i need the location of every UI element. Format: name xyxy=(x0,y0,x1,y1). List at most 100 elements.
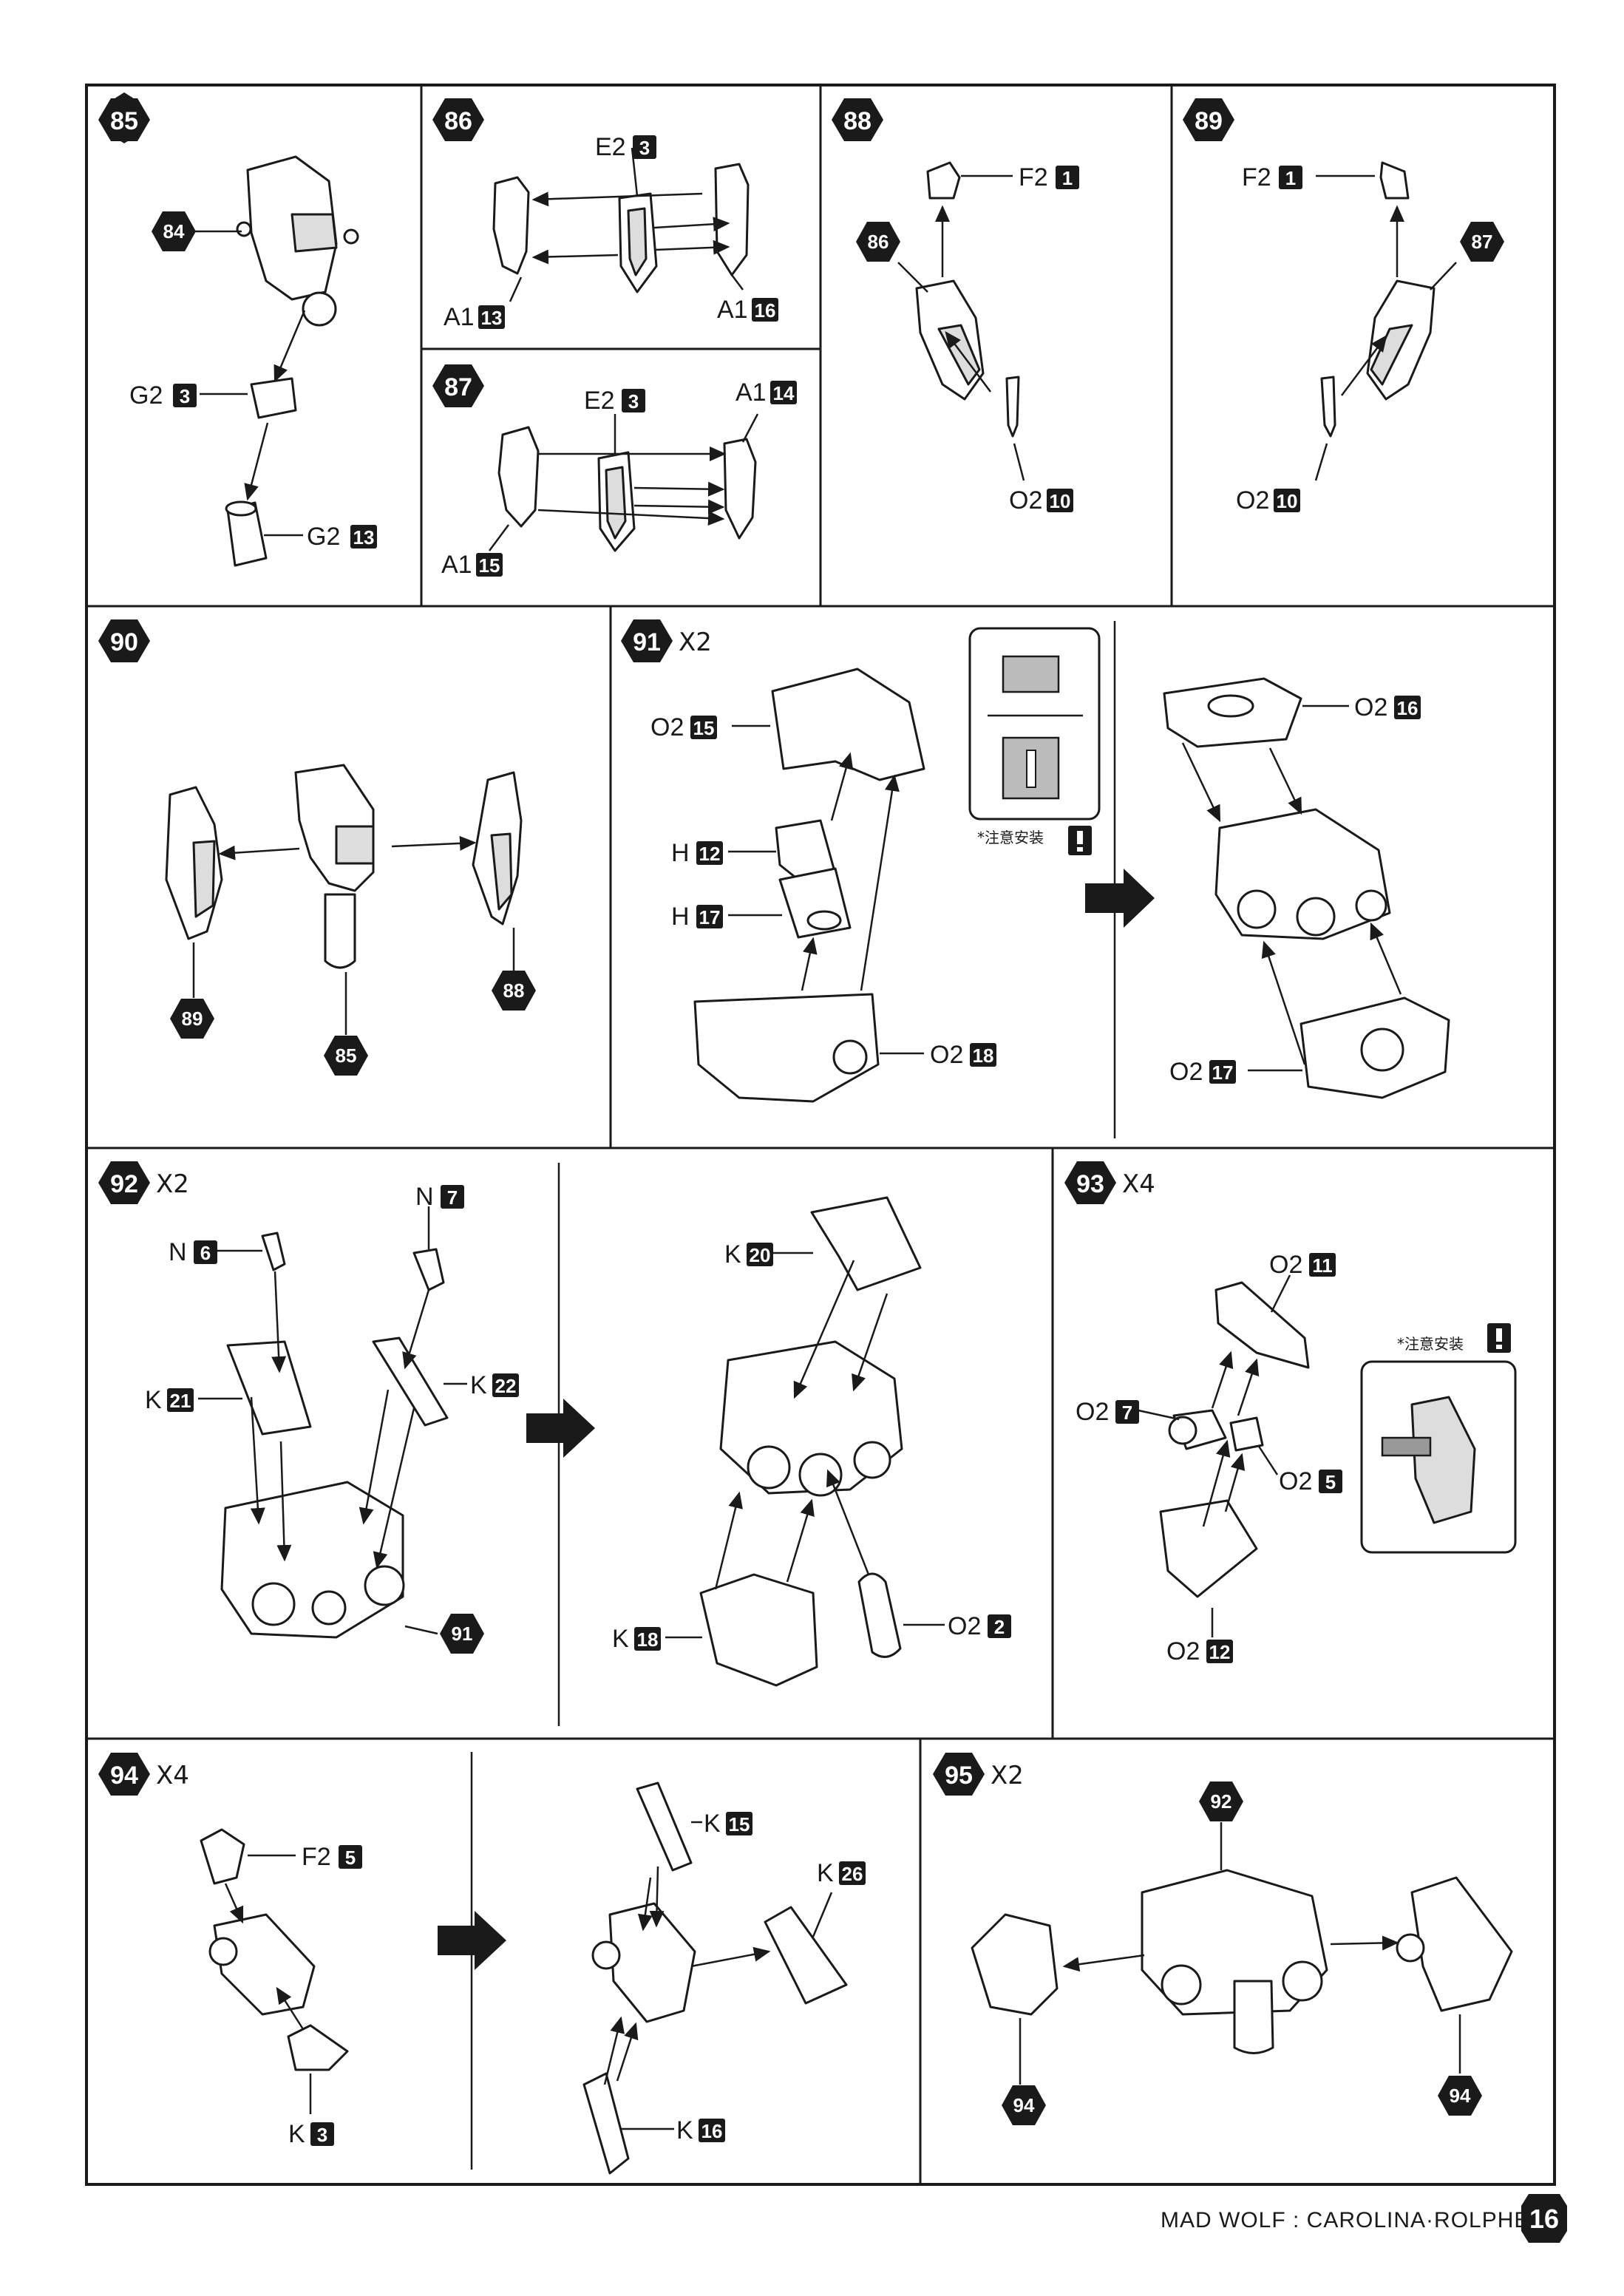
svg-text:X4: X4 xyxy=(1122,1169,1155,1199)
part-label-o2-10: O2 10 xyxy=(1236,486,1300,514)
svg-text:86: 86 xyxy=(444,107,472,135)
step-94: 94 X4 F2 5 K 3 xyxy=(98,1753,866,2175)
part-ref-91: 91 xyxy=(440,1614,484,1654)
svg-text:O2: O2 xyxy=(1169,1058,1203,1086)
svg-text:15: 15 xyxy=(479,554,500,577)
part-ref-86: 86 xyxy=(856,222,900,262)
svg-text:87: 87 xyxy=(1472,231,1493,253)
part-label-g2-3: G2 3 xyxy=(129,381,197,410)
svg-text:16: 16 xyxy=(701,2120,723,2142)
svg-text:O2: O2 xyxy=(1236,486,1269,514)
step-93-badge: 93 xyxy=(1064,1161,1116,1204)
part-label-a1-13: A1 13 xyxy=(444,303,505,331)
svg-text:K: K xyxy=(288,2120,305,2148)
svg-text:X2: X2 xyxy=(991,1761,1024,1790)
step-86: 86 E2 3 A1 13 A1 16 xyxy=(432,98,778,331)
part-label-k-15: K 15 xyxy=(704,1810,752,1838)
svg-text:H: H xyxy=(671,903,690,931)
svg-text:95: 95 xyxy=(945,1762,973,1790)
step-89-badge: 89 xyxy=(1183,98,1234,141)
part-label-o2-15: O2 15 xyxy=(650,713,717,741)
svg-text:5: 5 xyxy=(1325,1471,1336,1493)
svg-text:3: 3 xyxy=(628,390,639,412)
svg-text:K: K xyxy=(612,1625,629,1653)
part-ref-89: 89 xyxy=(170,999,214,1039)
svg-text:85: 85 xyxy=(336,1045,357,1067)
svg-text:85: 85 xyxy=(110,107,138,135)
svg-text:A1: A1 xyxy=(441,551,472,579)
part-ref-94: 94 xyxy=(1002,2085,1046,2125)
step-91-badge: 91 xyxy=(621,619,673,662)
part-label-n-7: N 7 xyxy=(415,1183,464,1211)
svg-text:E2: E2 xyxy=(595,133,626,161)
part-ref-88: 88 xyxy=(492,971,536,1011)
footer: MAD WOLF : CAROLINA·ROLPHE 16 xyxy=(1161,2194,1567,2243)
svg-text:3: 3 xyxy=(180,385,190,407)
svg-text:20: 20 xyxy=(750,1244,771,1266)
svg-text:O2: O2 xyxy=(1279,1467,1312,1495)
step-88: 88 86 F2 1 O2 10 xyxy=(832,98,1079,514)
proceed-arrow-icon xyxy=(526,1399,595,1458)
svg-text:3: 3 xyxy=(317,2124,327,2146)
part-label-f2-1: F2 1 xyxy=(1242,163,1302,191)
svg-text:91: 91 xyxy=(633,628,661,656)
part-label-o2-10: O2 10 xyxy=(1009,486,1073,514)
svg-text:13: 13 xyxy=(353,526,375,548)
svg-text:16: 16 xyxy=(1529,2204,1559,2234)
svg-text:O2: O2 xyxy=(930,1041,963,1069)
svg-text:14: 14 xyxy=(773,382,795,404)
svg-text:X4: X4 xyxy=(156,1761,189,1790)
svg-text:89: 89 xyxy=(1195,107,1223,135)
caution-inset xyxy=(968,627,1101,821)
caution-icon xyxy=(1487,1323,1511,1353)
page-number: 16 xyxy=(1521,2194,1567,2243)
svg-text:F2: F2 xyxy=(1019,163,1048,191)
step-85-badge: 85 xyxy=(98,92,150,143)
part-label-f2-5: F2 5 xyxy=(302,1843,362,1871)
svg-text:84: 84 xyxy=(163,220,185,242)
part-label-k-20: K 20 xyxy=(724,1240,773,1268)
part-label-k-16: K 16 xyxy=(676,2116,725,2144)
svg-text:O2: O2 xyxy=(948,1612,981,1640)
svg-text:2: 2 xyxy=(994,1616,1005,1638)
step-91: 91 X2 O2 15 H 12 H 17 O xyxy=(621,619,1450,1103)
part-label-o2-12: O2 12 xyxy=(1166,1637,1233,1665)
proceed-arrow-icon xyxy=(438,1911,506,1970)
svg-text:X2: X2 xyxy=(156,1169,189,1199)
part-label-o2-7: O2 7 xyxy=(1076,1398,1139,1426)
svg-text:18: 18 xyxy=(973,1045,994,1067)
part-label-k-26: K 26 xyxy=(817,1859,866,1887)
svg-text:O2: O2 xyxy=(1166,1637,1200,1665)
svg-text:92: 92 xyxy=(110,1170,138,1198)
part-label-o2-11: O2 11 xyxy=(1269,1251,1336,1279)
svg-text:A1: A1 xyxy=(735,378,767,407)
svg-text:O2: O2 xyxy=(1076,1398,1109,1426)
part-ref-94: 94 xyxy=(1438,2076,1482,2116)
part-label-o2-2: O2 2 xyxy=(948,1612,1011,1640)
svg-text:12: 12 xyxy=(699,843,721,865)
svg-text:N: N xyxy=(169,1238,187,1266)
part-label-f2-1: F2 1 xyxy=(1019,163,1079,191)
caution-inset xyxy=(1360,1360,1517,1554)
svg-text:18: 18 xyxy=(637,1628,659,1651)
svg-text:5: 5 xyxy=(345,1847,356,1869)
svg-text:K: K xyxy=(676,2116,693,2144)
part-label-a1-16: A1 16 xyxy=(717,296,778,324)
svg-text:94: 94 xyxy=(1450,2085,1471,2107)
svg-text:88: 88 xyxy=(843,107,872,135)
svg-text:3: 3 xyxy=(639,137,650,159)
svg-text:92: 92 xyxy=(1211,1790,1232,1813)
svg-text:90: 90 xyxy=(110,628,138,656)
assembly-drawing xyxy=(225,155,359,567)
step-90: 90 89 85 88 xyxy=(98,619,536,1076)
part-ref-92: 92 xyxy=(1199,1782,1243,1821)
step-86-badge: 86 xyxy=(432,98,484,141)
svg-text:H: H xyxy=(671,839,690,867)
svg-text:12: 12 xyxy=(1209,1641,1231,1663)
step-85: 85 84 G2 3 G2 13 xyxy=(98,92,377,567)
svg-text:X2: X2 xyxy=(679,628,712,657)
part-label-o2-5: O2 5 xyxy=(1279,1467,1342,1495)
svg-text:*注意安装: *注意安装 xyxy=(977,829,1044,846)
svg-text:88: 88 xyxy=(503,979,525,1002)
